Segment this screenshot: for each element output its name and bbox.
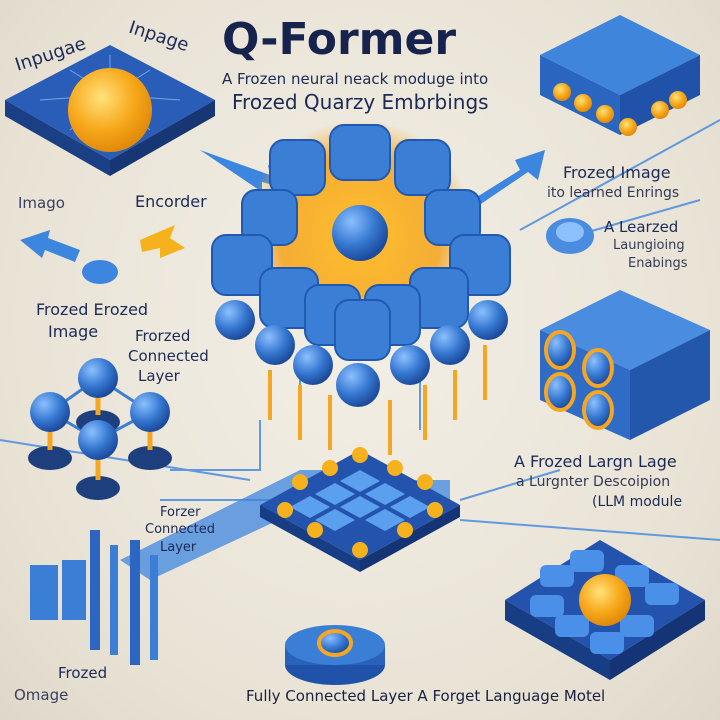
label-learned-enrings: ito learned Enrings — [547, 185, 680, 201]
node-network — [28, 358, 172, 500]
label-encoder: Encorder — [135, 192, 207, 211]
label-image-2: Image — [48, 322, 99, 341]
page-title: Q-Former — [222, 14, 457, 65]
connector-node — [546, 218, 594, 254]
subtitle-line-2: Frozed Quarzy Embrbings — [232, 90, 489, 114]
label-connected: Connected — [128, 347, 209, 365]
label-frozed-image: Frozed Image — [563, 163, 671, 182]
input-image-tile — [5, 45, 215, 176]
label-enabings: Enabings — [628, 256, 688, 271]
label-forzer-connected: Connected — [145, 522, 216, 537]
embedding-cube-top — [540, 15, 700, 136]
qformer-core — [211, 120, 511, 455]
sun-icon — [68, 68, 152, 152]
subtitle-line-1: A Frozen neural neack moduge into — [222, 70, 489, 88]
bottom-caption: Fully Connected Layer A Forget Language … — [246, 687, 606, 705]
bar-blocks — [30, 530, 158, 665]
label-bottom-omage: Omage — [14, 686, 69, 704]
chip-grid — [260, 447, 460, 572]
label-laungioing: Laungioing — [613, 238, 685, 253]
label-forzer: Forzer — [160, 505, 201, 520]
arrow-left-icon — [20, 230, 80, 262]
connection-lines — [0, 119, 720, 541]
label-learzed: A Learzed — [604, 218, 679, 236]
label-layer: Layer — [138, 367, 180, 385]
label-llm-module: (LLM module — [592, 494, 683, 510]
llm-board — [505, 540, 705, 680]
core-sphere-icon — [332, 205, 388, 261]
label-frorzed: Frorzed — [135, 327, 191, 345]
label-frozed-erozed: Frozed Erozed — [36, 300, 149, 319]
arrow-yellow-icon — [140, 225, 185, 258]
embedding-cube-right — [540, 290, 710, 440]
label-frozed-largn: A Frozed Largn Lage — [514, 452, 677, 471]
llm-sun-icon — [579, 574, 631, 626]
label-forzer-layer: Layer — [160, 540, 197, 555]
label-description: a Lurgnter Descoipion — [516, 474, 671, 490]
label-bottom-frozed: Frozed — [58, 664, 108, 682]
dial-module — [285, 625, 385, 685]
label-image: Imago — [18, 194, 65, 212]
small-node-icon — [82, 260, 118, 284]
